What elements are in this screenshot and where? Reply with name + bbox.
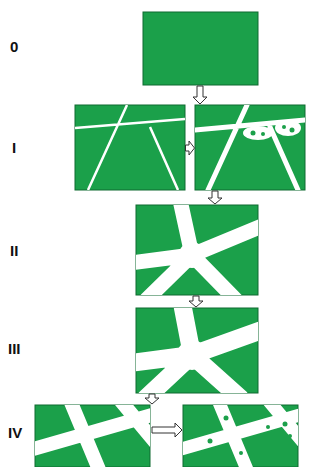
stage-label: III [8, 340, 21, 357]
thin-cracks [75, 105, 185, 190]
open-cracks [136, 205, 258, 295]
flow-arrow [145, 394, 159, 404]
wide-cracks [35, 405, 150, 467]
soil-fragment [288, 434, 292, 438]
soil-fragment [251, 131, 256, 136]
crack-node [179, 242, 205, 268]
stage-arrows [145, 86, 222, 437]
crack-line [195, 105, 305, 190]
stage-label-holder: I [12, 139, 16, 157]
soil-fragment [266, 425, 270, 429]
crack-panel [195, 105, 305, 190]
crack-gap [243, 126, 273, 140]
crack-node [177, 340, 207, 370]
soil-fragment [239, 451, 243, 455]
soil-fragment [282, 125, 286, 129]
stage-label: IV [8, 424, 22, 441]
stage-label-holder: 0 [10, 38, 18, 56]
stage-label: II [10, 242, 18, 259]
soil-fragment [224, 416, 229, 421]
crack-gap [275, 120, 301, 136]
soil-fragment [208, 439, 213, 444]
widening-cracks [195, 105, 305, 190]
open-cracks [136, 308, 258, 393]
crack-band [183, 405, 298, 467]
flow-arrow [189, 296, 203, 307]
crack-band [136, 205, 258, 295]
stage-label-holder: IV [8, 424, 22, 442]
soil-fragment [283, 422, 288, 427]
flow-arrow [152, 423, 182, 437]
soil-fragment [261, 132, 265, 136]
crack-panel [75, 105, 185, 190]
flow-arrow [193, 86, 207, 104]
crack-band [35, 405, 150, 467]
stage-label-holder: II [10, 242, 18, 260]
stage-label: I [12, 139, 16, 156]
flow-arrow [186, 141, 195, 155]
soil-fragment [290, 128, 295, 133]
wide-cracks [183, 405, 298, 467]
crack-line [75, 105, 185, 190]
stage-label: 0 [10, 38, 18, 55]
flow-arrow [208, 191, 222, 204]
stage-label-holder: III [8, 340, 21, 358]
crack-band [136, 308, 258, 393]
intact-panel [143, 12, 258, 85]
